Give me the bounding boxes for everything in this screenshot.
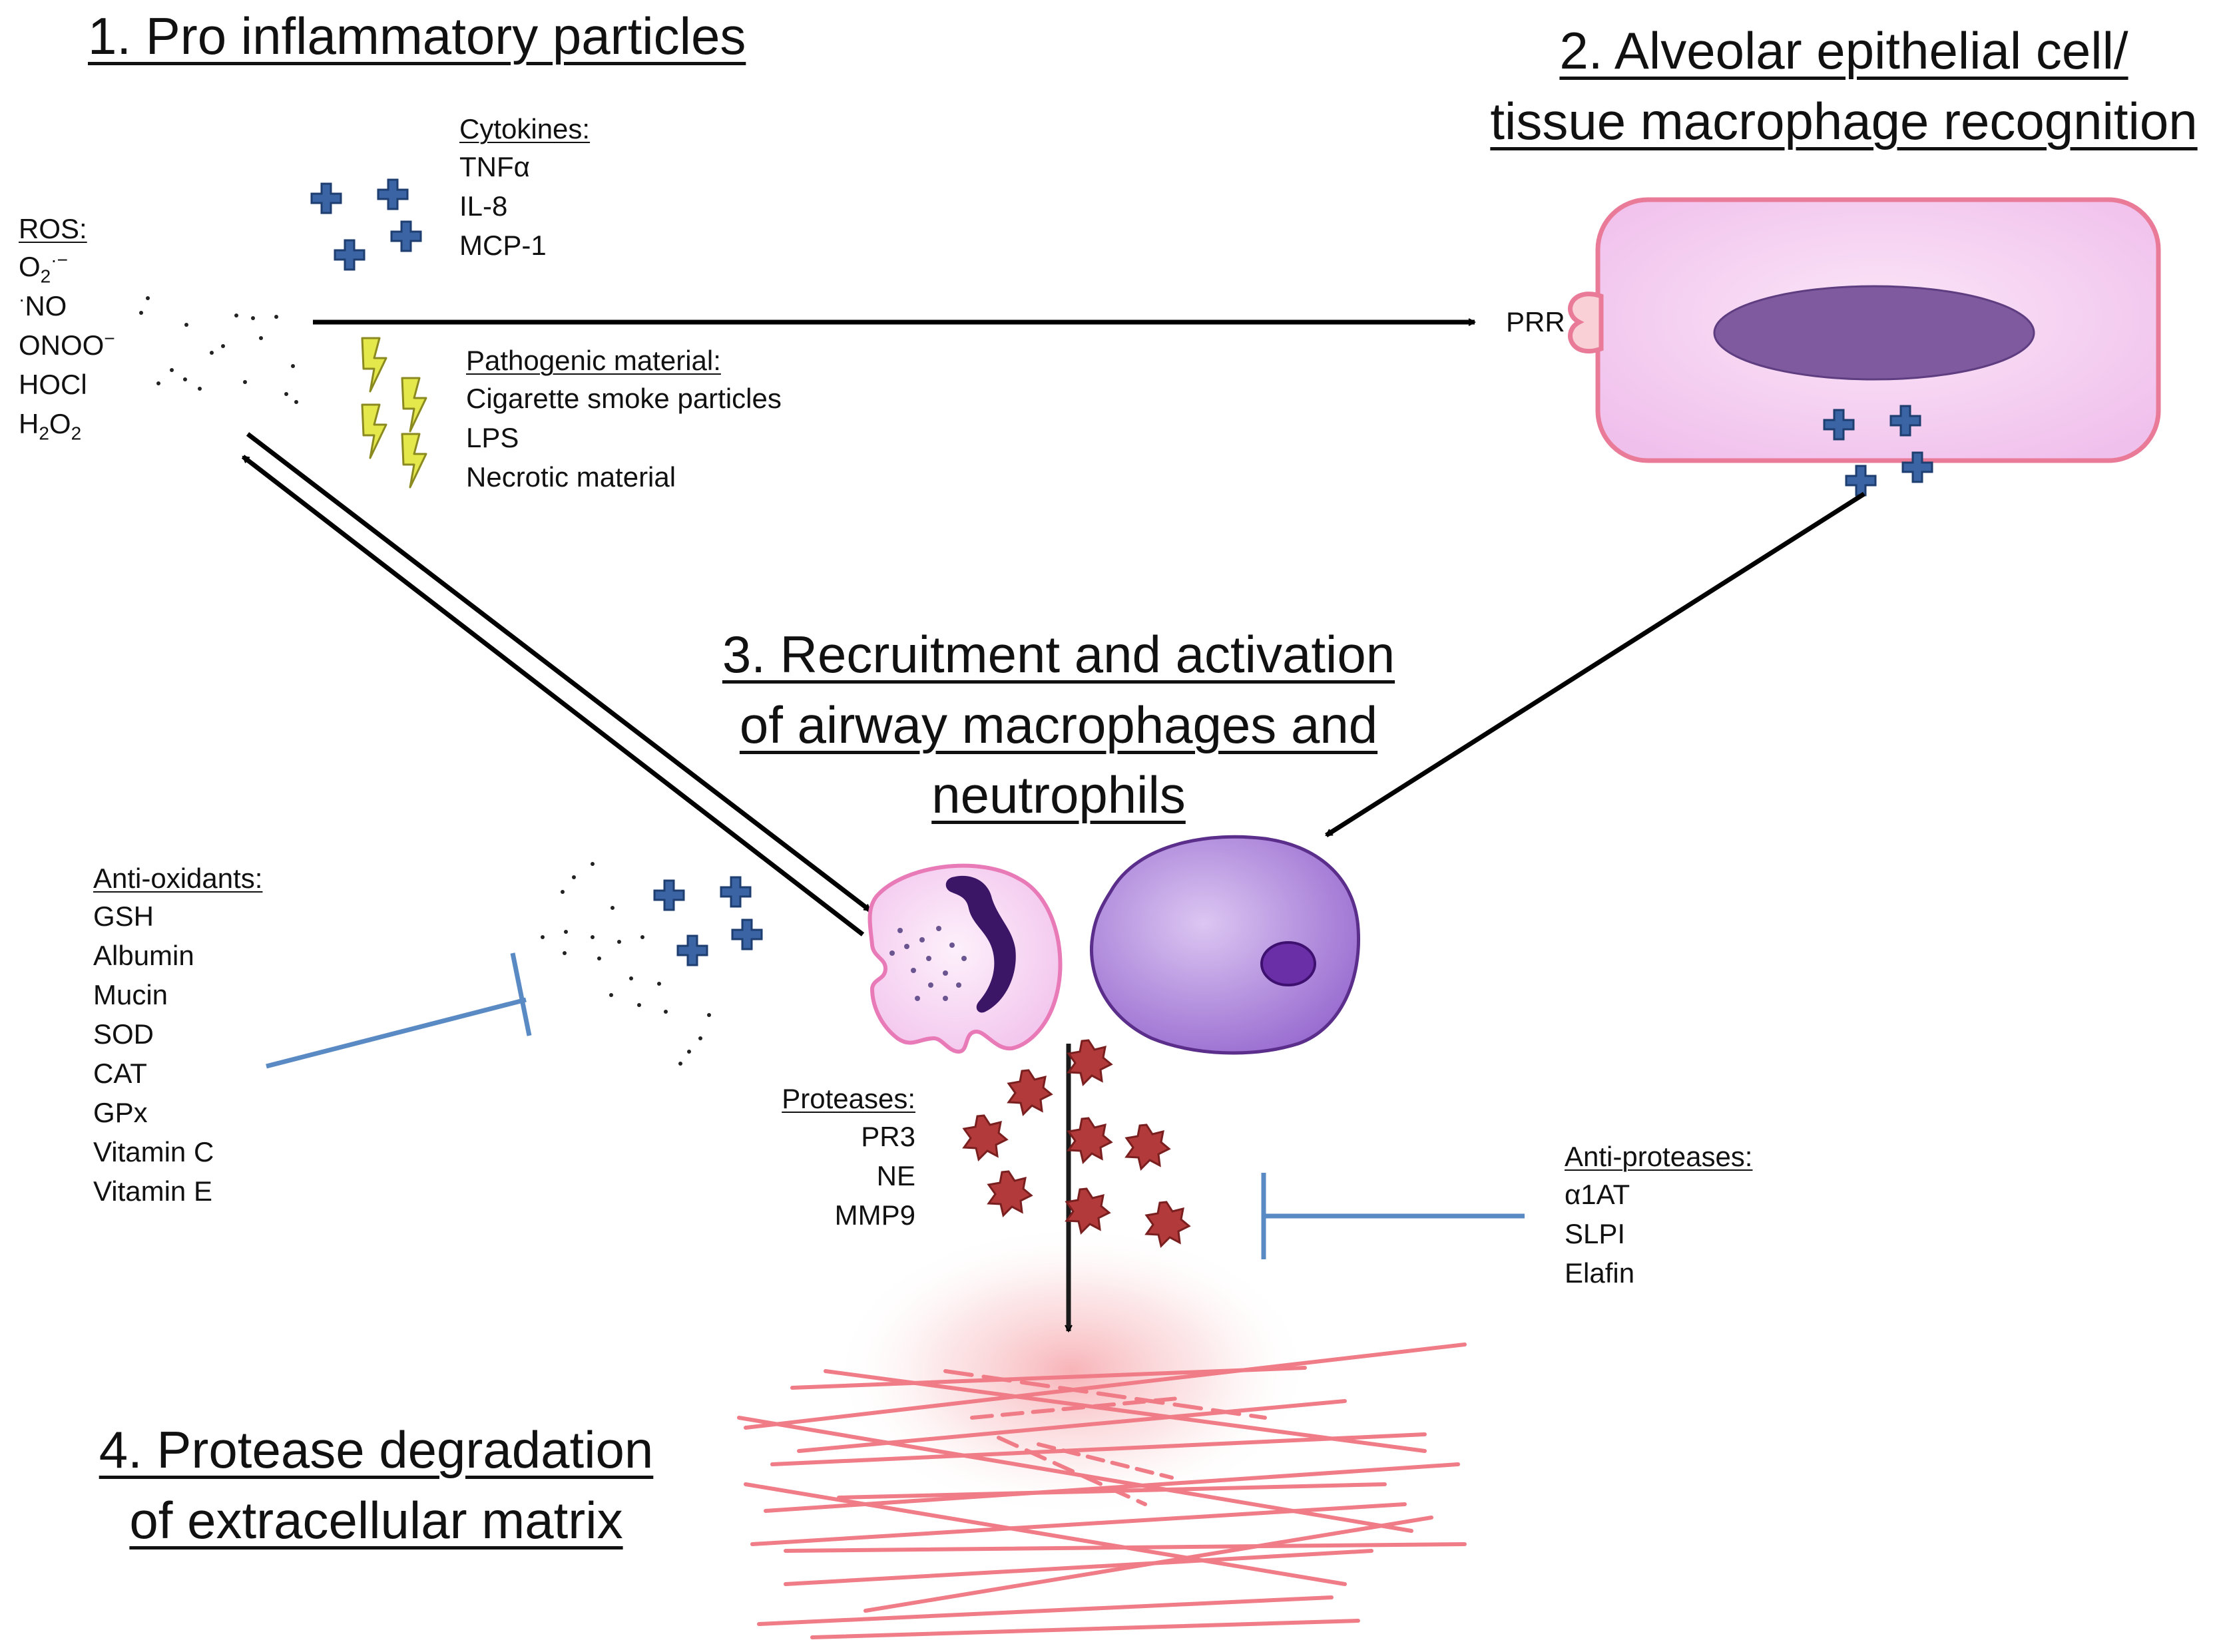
antioxidant-item: Vitamin E <box>93 1175 212 1207</box>
cytokines-label: Cytokines: <box>459 113 591 144</box>
prr-receptor <box>1568 292 1604 354</box>
antioxidant-item: SOD <box>93 1018 154 1050</box>
arrow-to-ros <box>241 455 865 936</box>
heading-step4-line2: of extracellular matrix <box>129 1490 623 1549</box>
protease-item: NE <box>876 1159 915 1191</box>
cytokine-item: MCP-1 <box>459 229 547 261</box>
antioxidants-label: Anti-oxidants: <box>93 863 263 894</box>
heading-step3-line1: 3. Recruitment and activation <box>722 625 1395 684</box>
ros-superoxide: O2·− <box>19 249 68 286</box>
arrow-to-neutrophil <box>246 432 872 913</box>
ros-hypochlorous-acid: HOCl <box>19 368 87 400</box>
heading-step2-line2: tissue macrophage recognition <box>1490 91 2198 150</box>
macrophage-nucleus <box>1260 941 1316 986</box>
antioxidant-item: GPx <box>93 1096 148 1128</box>
pathogenic-item: Necrotic material <box>466 461 676 493</box>
proteases-list: PR3 NE MMP9 <box>732 1117 915 1235</box>
antiproteases-group: Anti-proteases: α1AT SLPI Elafin <box>1565 1139 1752 1293</box>
antioxidant-item: Vitamin C <box>93 1136 214 1167</box>
antiprotease-item: α1AT <box>1565 1178 1630 1210</box>
macrophage <box>1089 835 1361 1055</box>
protease-item: PR3 <box>861 1120 915 1152</box>
heading-step3-line3: neutrophils <box>931 765 1186 824</box>
antiproteases-label: Anti-proteases: <box>1565 1141 1753 1172</box>
cytokines-list: TNFα IL-8 MCP-1 <box>459 147 590 265</box>
arrow-to-macrophage <box>1325 492 1865 837</box>
pathogenic-item: LPS <box>466 421 519 453</box>
antioxidant-dots <box>541 862 711 1066</box>
cytokine-item: TNFα <box>459 150 530 182</box>
ros-label: ROS: <box>19 213 87 244</box>
pathogenic-label: Pathogenic material: <box>466 345 721 376</box>
antiprotease-inhibitor <box>1261 1173 1525 1259</box>
antiprotease-item: SLPI <box>1565 1217 1626 1249</box>
antioxidant-inhibitor <box>266 952 532 1069</box>
ros-group: ROS: O2·− ·NO ONOO− HOCl H2O2 <box>19 212 115 443</box>
ros-peroxynitrite: ONOO− <box>19 327 115 361</box>
neutrophil-nucleus <box>945 875 1016 1013</box>
proteases-group: Proteases: PR3 NE MMP9 <box>732 1082 915 1235</box>
heading-step1: 1. Pro inflammatory particles <box>88 7 746 65</box>
prr-label: PRR <box>1506 306 1565 337</box>
antioxidant-item: Albumin <box>93 939 194 971</box>
pathogenic-group: Pathogenic material: Cigarette smoke par… <box>466 343 782 497</box>
heading-step3: 3. Recruitment and activation of airway … <box>666 622 1451 828</box>
heading-step3-line2: of airway macrophages and <box>739 695 1378 754</box>
heading-step2-line1: 2. Alveolar epithelial cell/ <box>1559 21 2128 80</box>
ros-list: O2·− ·NO ONOO− HOCl H2O2 <box>19 247 115 443</box>
antioxidants-list: GSH Albumin Mucin SOD CAT GPx Vitamin C … <box>93 897 262 1211</box>
pathogenic-item: Cigarette smoke particles <box>466 382 782 414</box>
cytokine-crosses-top <box>310 178 422 271</box>
ros-nitric-oxide: ·NO <box>19 288 67 321</box>
antioxidant-item: GSH <box>93 900 154 932</box>
cytokine-crosses-lower <box>653 876 763 966</box>
heading-step4-line1: 4. Protease degradation <box>99 1420 654 1479</box>
antiproteases-list: α1AT SLPI Elafin <box>1565 1175 1752 1293</box>
cytokine-item: IL-8 <box>459 190 508 222</box>
antioxidant-item: CAT <box>93 1057 147 1089</box>
extracellular-matrix-fibers <box>737 1342 1467 1639</box>
protease-item: MMP9 <box>834 1199 915 1231</box>
protease-stars <box>963 1039 1190 1247</box>
pathogen-bolts <box>361 337 427 489</box>
antiprotease-item: Elafin <box>1565 1257 1635 1289</box>
heading-step2: 2. Alveolar epithelial cell/ tissue macr… <box>1465 19 2223 154</box>
ros-dots <box>139 296 298 404</box>
heading-step4: 4. Protease degradation of extracellular… <box>60 1418 692 1553</box>
antioxidant-item: Mucin <box>93 978 168 1010</box>
epithelial-cell-nucleus <box>1713 285 2035 381</box>
ros-hydrogen-peroxide: H2O2 <box>19 407 82 443</box>
neutrophil-granules <box>889 926 967 1001</box>
cytokines-group: Cytokines: TNFα IL-8 MCP-1 <box>459 112 590 265</box>
pathogenic-list: Cigarette smoke particles LPS Necrotic m… <box>466 379 782 497</box>
antioxidants-group: Anti-oxidants: GSH Albumin Mucin SOD CAT… <box>93 861 262 1211</box>
proteases-label: Proteases: <box>782 1083 915 1114</box>
